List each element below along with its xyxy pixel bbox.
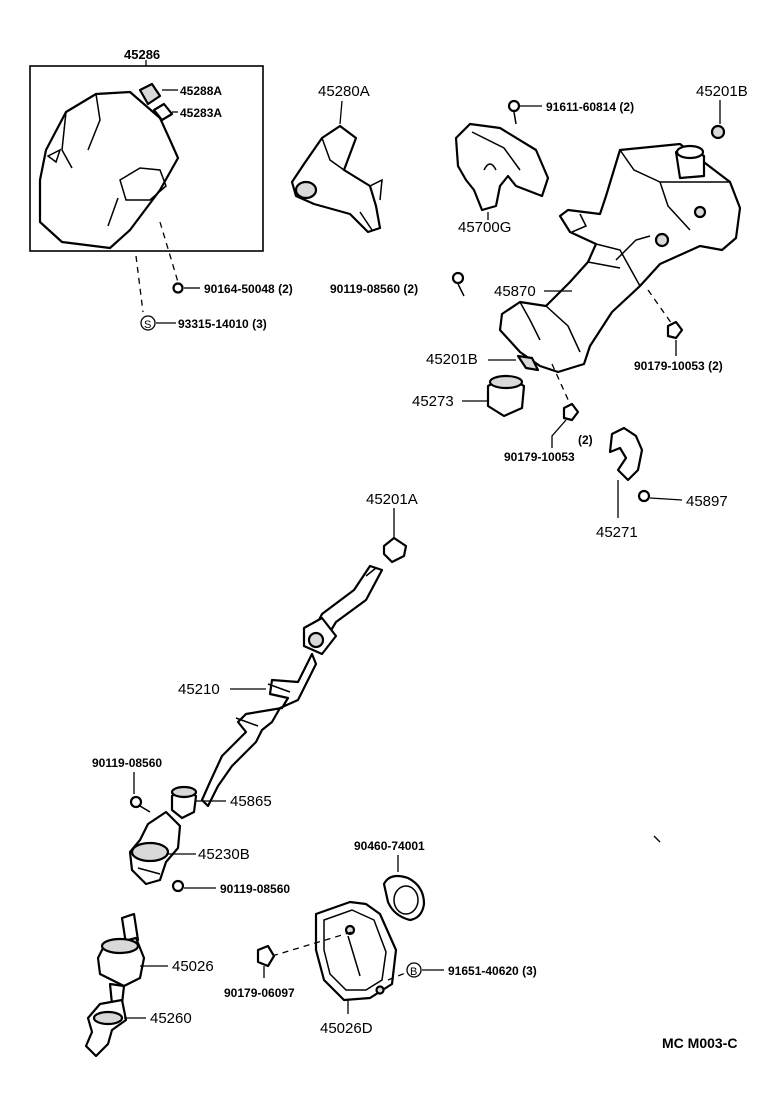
- label-45271: 45271: [596, 524, 638, 541]
- collar-45273: [486, 374, 526, 418]
- lever-45271: [608, 426, 644, 482]
- nut-90179-right: [666, 320, 684, 340]
- sleeve-45865: [170, 785, 198, 820]
- label-45026: 45026: [172, 958, 214, 975]
- bolt-91611: [507, 99, 542, 125]
- s-circle-icon: [140, 315, 156, 331]
- label-45026D: 45026D: [320, 1020, 373, 1037]
- label-90119-08560-top: 90119-08560 (2): [330, 282, 418, 296]
- label-45865: 45865: [230, 793, 272, 810]
- label-45230B: 45230B: [198, 846, 250, 863]
- diagram-code: MC M003-C: [662, 1035, 737, 1051]
- label-45260: 45260: [150, 1010, 192, 1027]
- clip-45288A: [138, 82, 178, 106]
- nut-90179-mid: [562, 402, 580, 422]
- bracket-45700G: [454, 122, 550, 212]
- bushing-45201A: [382, 536, 408, 564]
- label-45201A: 45201A: [366, 491, 418, 508]
- clamp-90460: [382, 874, 426, 922]
- label-90179-10053-mid-qty: (2): [578, 433, 593, 447]
- label-90179-10053-right: 90179-10053 (2): [634, 359, 723, 373]
- label-93315-14010: 93315-14010 (3): [178, 317, 267, 331]
- leader-90179-right-dashed: [647, 289, 673, 325]
- leader-91651-dashed: [387, 971, 409, 981]
- pad-45283A: [152, 102, 178, 122]
- label-45286: 45286: [124, 47, 160, 62]
- bracket-45280A: [290, 124, 383, 234]
- main-shaft-45210: [200, 564, 384, 808]
- label-45273: 45273: [412, 393, 454, 410]
- bushing-45201B-top: [710, 124, 726, 140]
- label-45280A: 45280A: [318, 83, 370, 100]
- joint-45260: [84, 998, 128, 1058]
- label-91611-60814: 91611-60814 (2): [546, 100, 634, 114]
- label-45201B-top: 45201B: [696, 83, 748, 100]
- b-circle-letter: B: [410, 966, 417, 978]
- bushing-45201B-mid: [516, 354, 540, 372]
- label-90179-10053-mid: 90179-10053: [504, 450, 575, 464]
- screw-93315: S: [140, 315, 176, 331]
- label-45210: 45210: [178, 681, 220, 698]
- stray-mark: [653, 835, 661, 843]
- bolt-90119-left: [129, 795, 151, 813]
- bolt-91651: B: [406, 962, 444, 978]
- label-45870: 45870: [494, 283, 536, 300]
- label-45700G: 45700G: [458, 219, 511, 236]
- column-cover-45286: [38, 90, 180, 250]
- nut-90179-low: [256, 944, 276, 968]
- label-91651-40620: 91651-40620 (3): [448, 964, 537, 978]
- label-90164-50048: 90164-50048 (2): [204, 282, 293, 296]
- hole-cover-45026D: [314, 900, 398, 1002]
- label-45897: 45897: [686, 493, 728, 510]
- screw-90164: [172, 282, 200, 294]
- leader-93315-dashed: [135, 255, 144, 313]
- leader-90179-low-dashed: [271, 931, 353, 957]
- label-45288A: 45288A: [180, 84, 222, 98]
- bolt-90119-lower: [171, 879, 216, 893]
- b-circle-icon: [406, 962, 422, 978]
- bolt-90119-top: [451, 271, 465, 297]
- leader-90179-mid-dashed: [551, 363, 571, 405]
- column-assy-45870: [498, 142, 742, 374]
- label-90179-06097: 90179-06097: [224, 986, 295, 1000]
- leader-90164-dashed: [159, 221, 179, 283]
- label-45201B-mid: 45201B: [426, 351, 478, 368]
- leader-45280A: [339, 100, 343, 125]
- leader-90179-mid: [551, 419, 567, 448]
- column-cover-group: 45286 45288A 45283A: [29, 47, 264, 313]
- label-90119-08560-lower: 90119-08560: [220, 882, 290, 896]
- s-circle-letter: S: [144, 319, 151, 331]
- bolt-45897: [637, 489, 683, 503]
- shaft-45026: [96, 912, 146, 1006]
- label-45283A: 45283A: [180, 106, 222, 120]
- joint-45230B: [128, 810, 182, 886]
- label-90460-74001: 90460-74001: [354, 839, 425, 853]
- label-90119-08560-left: 90119-08560: [92, 756, 162, 770]
